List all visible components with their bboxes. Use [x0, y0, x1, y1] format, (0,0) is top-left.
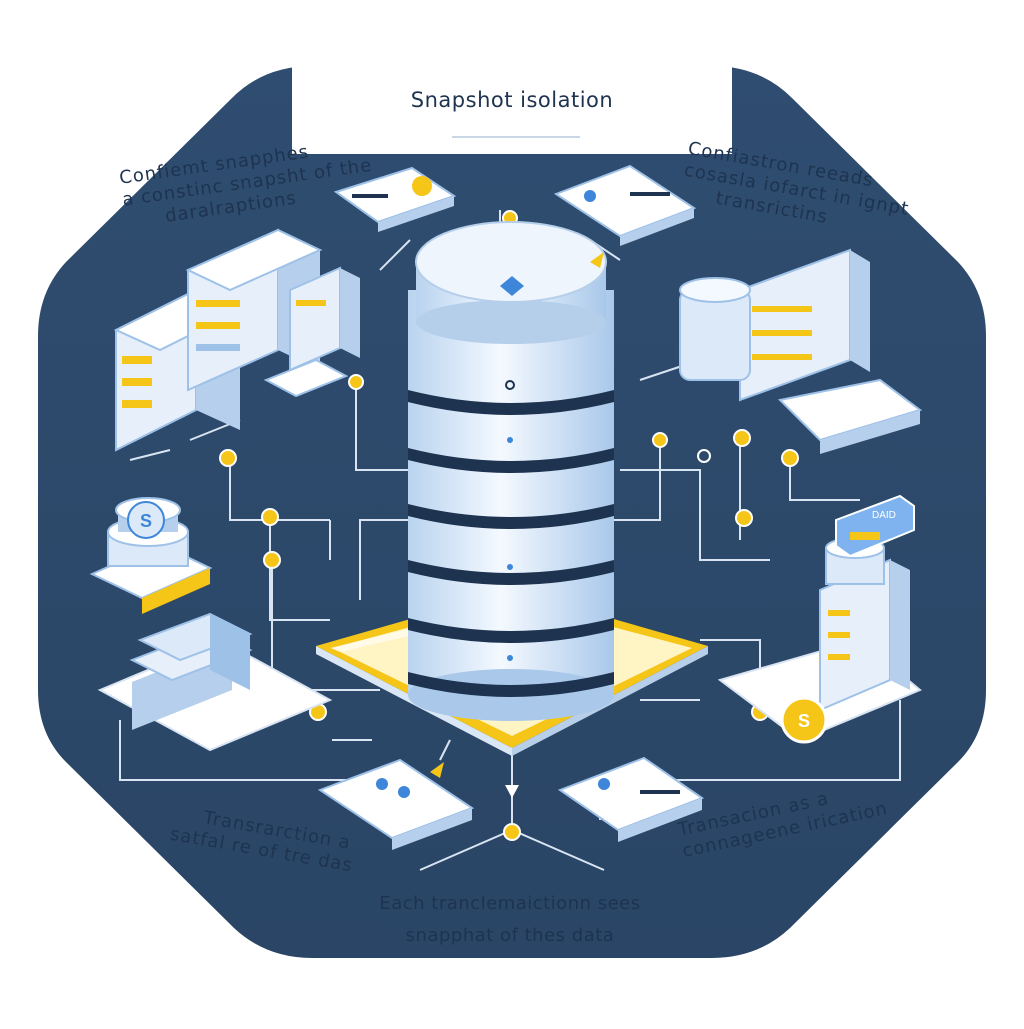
callout-bottom-center: Each tranclemaictionn sees snapphat of t… — [360, 888, 660, 952]
database-cylinder — [408, 221, 614, 721]
tag-label: DAID — [872, 510, 896, 521]
card-bottom-right — [557, 756, 705, 842]
card-top-left — [333, 166, 457, 232]
server-rack-top-left — [113, 228, 360, 452]
card-bottom-left — [317, 758, 475, 850]
tower-right — [717, 494, 922, 742]
title-area — [292, 66, 732, 154]
node-dot-outline — [697, 449, 711, 463]
coin-right-label: S — [798, 711, 810, 731]
callout-bottom-center-line: Each tranclemaictionn sees — [379, 893, 641, 914]
coin-left-label: S — [140, 511, 152, 531]
title-underline — [452, 136, 580, 138]
data-blocks-bottom-left — [97, 612, 333, 752]
card-top-right — [553, 164, 697, 246]
diagram-title: Snapshot isolation — [410, 88, 614, 112]
server-rack-top-right — [679, 248, 923, 454]
arrow-markers — [430, 252, 604, 798]
callout-bottom-center-line: snapphat of thes data — [405, 925, 615, 946]
